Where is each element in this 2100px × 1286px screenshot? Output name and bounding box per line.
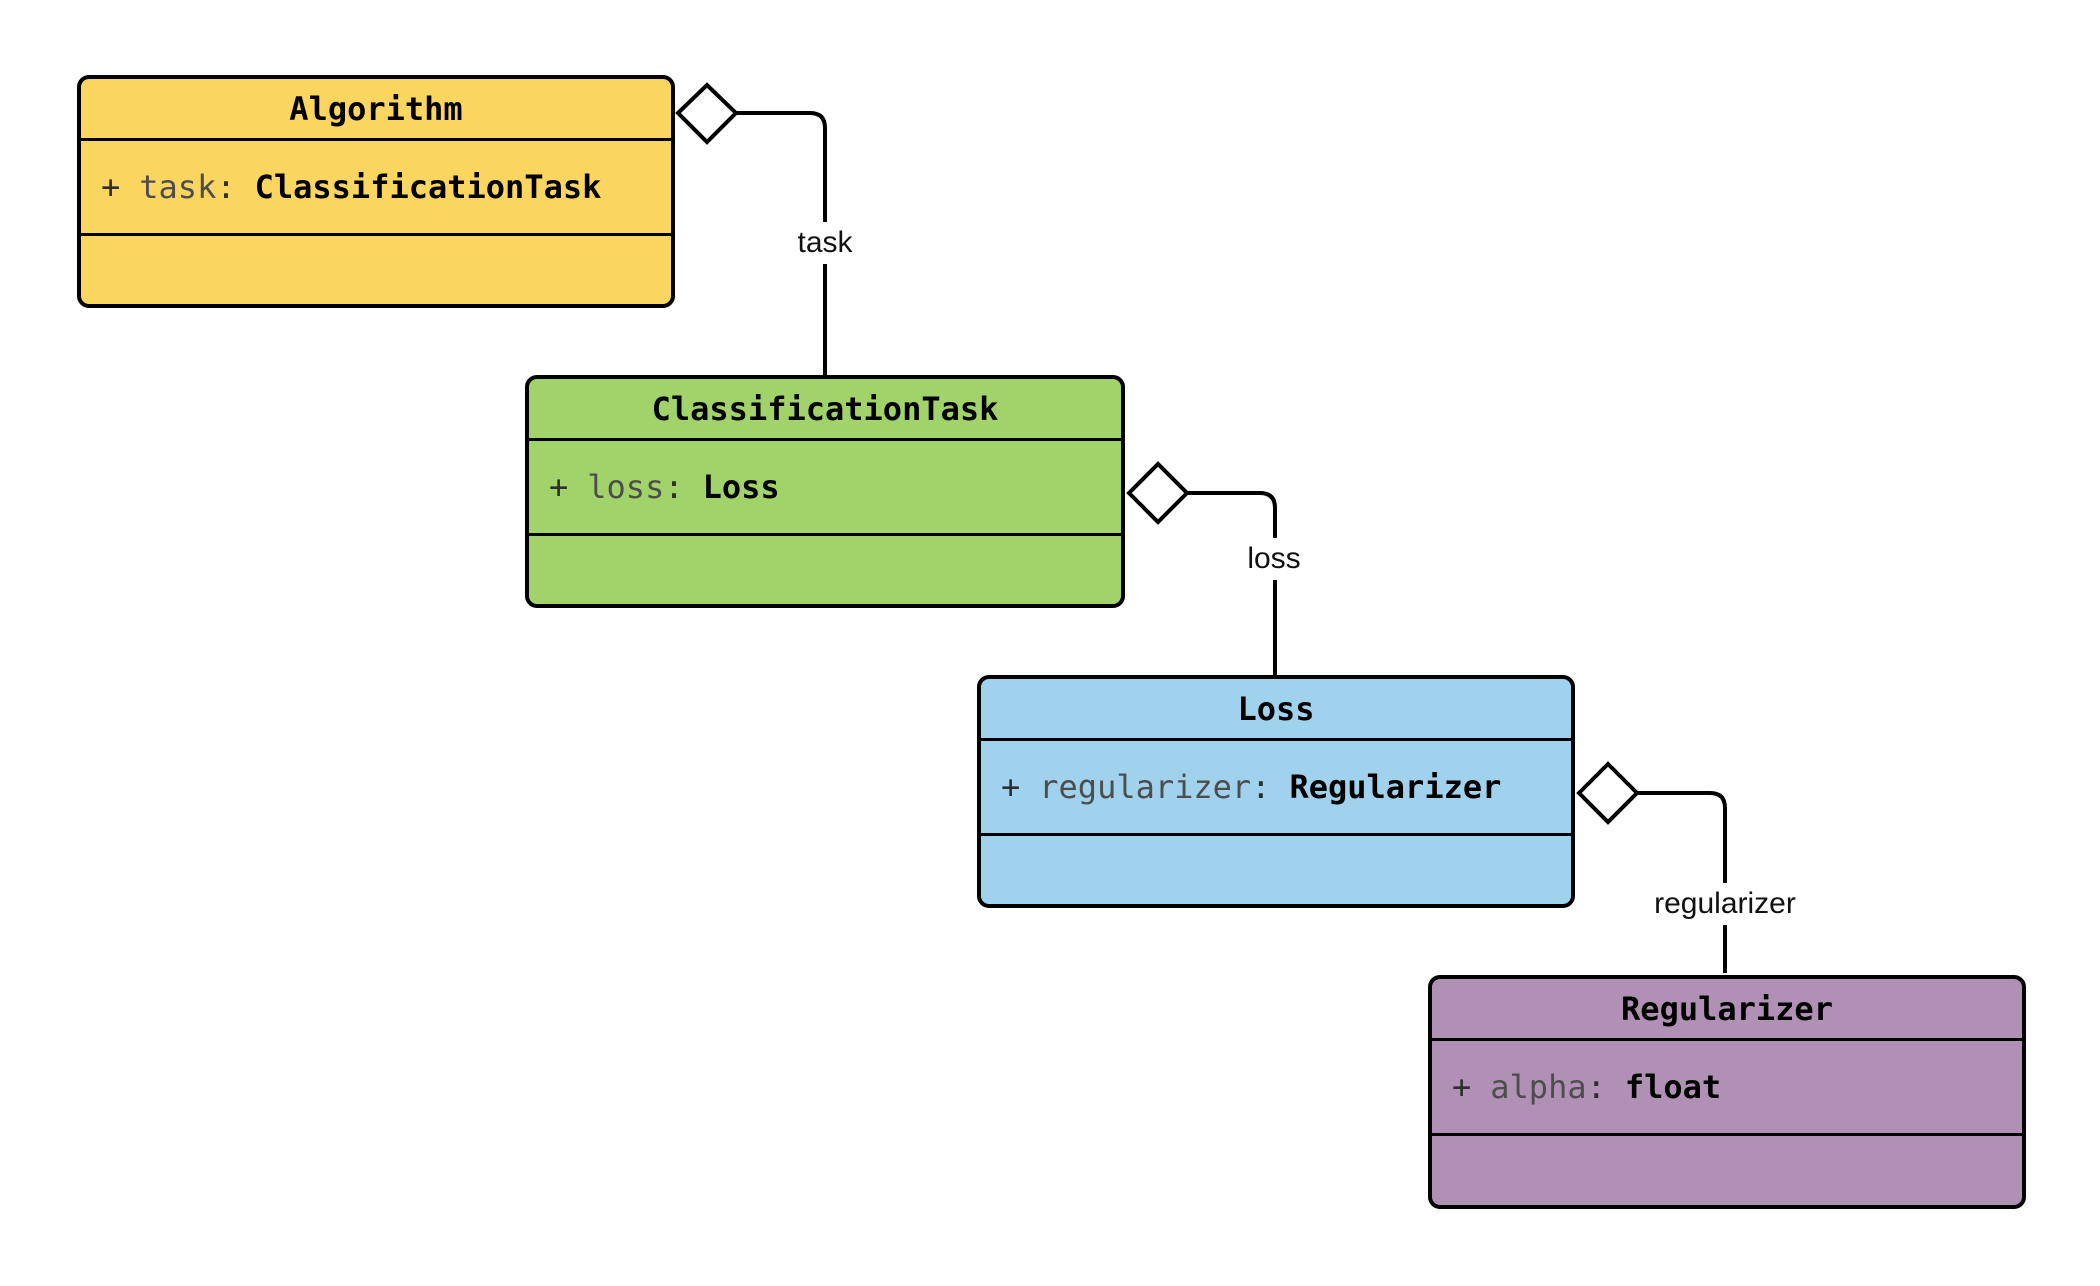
class-box-loss: Loss + regularizer: Regularizer bbox=[977, 675, 1575, 908]
attr-colon: : bbox=[216, 168, 236, 206]
class-attribute-alpha: + alpha: float bbox=[1432, 1038, 2022, 1133]
aggregation-diamond-icon bbox=[675, 82, 739, 145]
attr-visibility: + bbox=[1001, 768, 1021, 806]
attr-colon: : bbox=[1251, 768, 1271, 806]
attr-colon: : bbox=[664, 468, 684, 506]
attr-visibility: + bbox=[1452, 1068, 1472, 1106]
class-title-regularizer: Regularizer bbox=[1621, 989, 1833, 1028]
attr-name: task bbox=[139, 168, 217, 206]
edge-label-regularizer: regularizer bbox=[1646, 883, 1804, 925]
attr-type: Loss bbox=[702, 468, 780, 506]
edge-label-task: task bbox=[789, 222, 861, 264]
class-methods-empty bbox=[1432, 1133, 2022, 1205]
class-methods-empty bbox=[529, 533, 1121, 604]
attr-visibility: + bbox=[549, 468, 569, 506]
class-attribute-loss: + loss: Loss bbox=[529, 438, 1121, 533]
attr-type: Regularizer bbox=[1289, 768, 1502, 806]
attr-name: regularizer bbox=[1039, 768, 1252, 806]
aggregation-diamond-icon bbox=[1126, 461, 1190, 525]
class-box-classificationtask: ClassificationTask + loss: Loss bbox=[525, 375, 1125, 608]
class-attribute-regularizer: + regularizer: Regularizer bbox=[981, 738, 1571, 833]
edge-regularizer bbox=[1576, 761, 1727, 973]
class-box-regularizer: Regularizer + alpha: float bbox=[1428, 975, 2026, 1209]
class-title-classificationtask: ClassificationTask bbox=[651, 389, 999, 428]
class-methods-empty bbox=[981, 833, 1571, 904]
edge-label-loss: loss bbox=[1239, 538, 1309, 580]
edge-loss-line bbox=[1187, 491, 1277, 675]
attr-visibility: + bbox=[101, 168, 121, 206]
aggregation-diamond-icon bbox=[1576, 761, 1640, 825]
class-title-loss: Loss bbox=[1237, 689, 1315, 728]
attr-name: alpha bbox=[1490, 1068, 1587, 1106]
class-methods-empty bbox=[81, 233, 671, 304]
class-box-algorithm: Algorithm + task: ClassificationTask bbox=[77, 75, 675, 308]
attr-name: loss bbox=[587, 468, 665, 506]
class-title-algorithm: Algorithm bbox=[289, 89, 463, 128]
attr-colon: : bbox=[1586, 1068, 1606, 1106]
class-attribute-task: + task: ClassificationTask bbox=[81, 138, 671, 233]
attr-type: float bbox=[1624, 1068, 1722, 1106]
attr-type: ClassificationTask bbox=[254, 168, 602, 206]
